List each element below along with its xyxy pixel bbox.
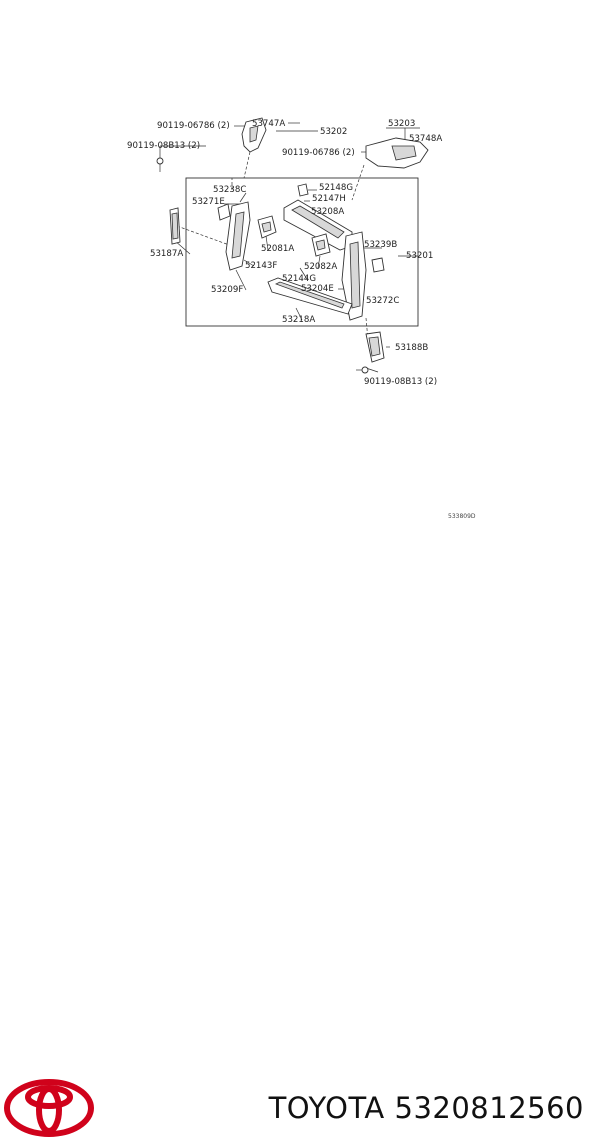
label-53238C: 53238C <box>213 185 246 195</box>
part-bolt-lower-right <box>356 366 369 374</box>
part-upper-left-bracket <box>241 117 267 153</box>
part-bracket-52082A <box>311 233 331 257</box>
label-53204E: 53204E <box>301 284 334 294</box>
label-53203: 53203 <box>388 119 415 129</box>
part-small-clip-top <box>297 183 309 197</box>
label-53209F: 53209F <box>211 285 243 295</box>
label-52082A: 52082A <box>304 262 337 272</box>
assembly-box <box>185 177 419 327</box>
part-bolt-left <box>156 157 164 172</box>
label-53218A: 53218A <box>282 315 315 325</box>
part-upper-cross-member <box>283 199 353 251</box>
label-90119-08B13-b: 90119-08B13 (2) <box>364 377 437 387</box>
part-labels: 90119-06786 (2) 53747A 53202 90119-08B13… <box>127 119 476 520</box>
label-53272C: 53272C <box>366 296 399 306</box>
label-52147H: 52147H <box>312 194 346 204</box>
label-53187A: 53187A <box>150 249 183 259</box>
part-left-side-bracket <box>169 207 181 245</box>
label-53271E: 53271E <box>192 197 225 207</box>
part-upper-right-bracket <box>365 137 429 169</box>
label-diagram-ref: 533809D <box>448 513 476 520</box>
part-bracket-52081A <box>257 215 277 239</box>
label-53748A: 53748A <box>409 134 442 144</box>
label-53202: 53202 <box>320 127 347 137</box>
part-left-vertical-support <box>217 201 251 271</box>
label-53201: 53201 <box>406 251 433 261</box>
label-90119-06786-a: 90119-06786 (2) <box>157 121 230 131</box>
label-53747A: 53747A <box>252 119 285 129</box>
label-52148G: 52148G <box>319 183 353 193</box>
label-52143F: 52143F <box>245 261 277 271</box>
brand-part-number: TOYOTA 5320812560 <box>268 1091 584 1125</box>
label-52081A: 52081A <box>261 244 294 254</box>
label-90119-08B13-a: 90119-08B13 (2) <box>127 141 200 151</box>
part-lower-cross-member <box>267 277 353 315</box>
label-52144G: 52144G <box>282 274 316 284</box>
label-53239B: 53239B <box>364 240 397 250</box>
toyota-logo-icon <box>4 1079 94 1137</box>
part-lower-right-bracket <box>365 331 385 363</box>
label-53208A: 53208A <box>311 207 344 217</box>
label-53188B: 53188B <box>395 343 428 353</box>
footer: TOYOTA 5320812560 <box>0 538 600 1137</box>
parts-diagram: 90119-06786 (2) 53747A 53202 90119-08B13… <box>127 117 476 520</box>
part-right-vertical-support <box>341 231 385 321</box>
label-90119-06786-b: 90119-06786 (2) <box>282 148 355 158</box>
